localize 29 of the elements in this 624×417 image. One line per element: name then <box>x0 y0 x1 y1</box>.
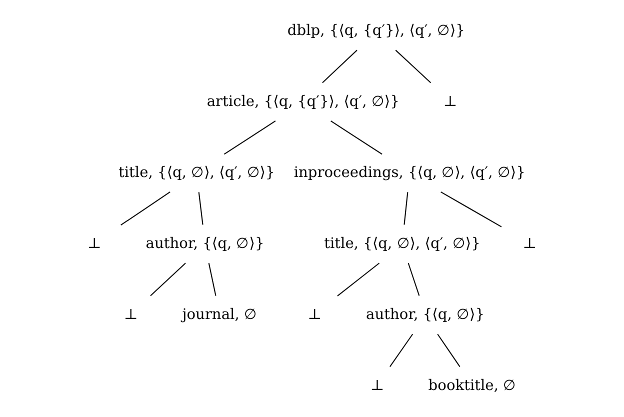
connector <box>150 262 186 296</box>
node-text: title, {⟨q, ∅⟩, ⟨q′, ∅⟩} <box>118 164 275 181</box>
connector <box>120 192 170 226</box>
node-text: author, {⟨q, ∅⟩} <box>366 306 485 323</box>
node-text: ⊥ <box>522 234 537 252</box>
connector <box>440 192 502 228</box>
node-text: ⊥ <box>443 92 458 110</box>
connector <box>337 262 380 296</box>
connector <box>408 262 420 296</box>
node-text: journal, ∅ <box>182 306 258 323</box>
connector <box>198 192 204 225</box>
connector <box>437 334 460 367</box>
node-text: dblp, {⟨q, {q′}⟩, ⟨q′, ∅⟩} <box>287 22 465 39</box>
node-text: title, {⟨q, ∅⟩, ⟨q′, ∅⟩} <box>324 234 480 252</box>
node-text: ⊥ <box>308 306 322 323</box>
connector <box>330 120 382 155</box>
connector <box>224 120 276 155</box>
connector <box>404 192 408 225</box>
connector <box>390 334 414 367</box>
node-text: ⊥ <box>124 306 138 323</box>
node-text: booktitle, ∅ <box>428 376 516 394</box>
node-text: inproceedings, {⟨q, ∅⟩, ⟨q′, ∅⟩} <box>294 164 526 181</box>
node-text: article, {⟨q, {q′}⟩, ⟨q′, ∅⟩} <box>206 92 400 110</box>
node-text: ⊥ <box>370 376 384 394</box>
connector <box>395 50 432 84</box>
node-text: author, {⟨q, ∅⟩} <box>146 234 264 252</box>
node-text: ⊥ <box>87 234 102 252</box>
connector <box>208 263 216 296</box>
connector <box>322 50 358 84</box>
